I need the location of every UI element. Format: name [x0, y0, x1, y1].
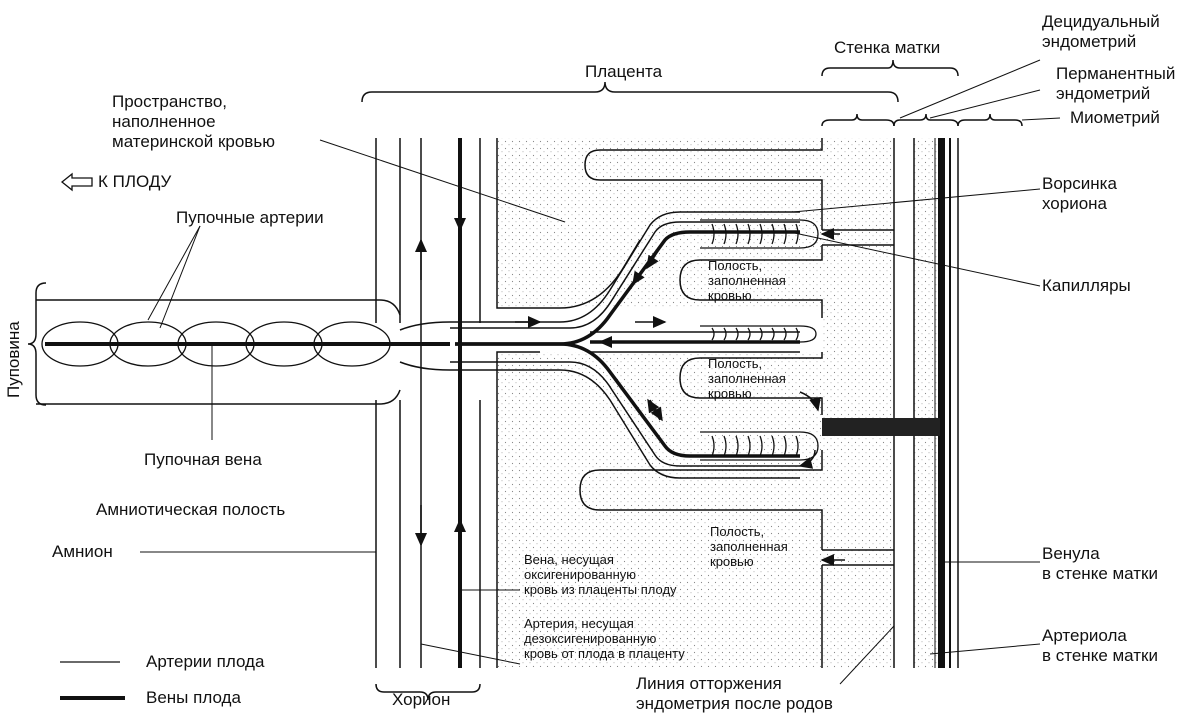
label-amniotic-cavity: Амниотическая полость — [96, 500, 285, 520]
label-cavity-2: Полость, заполненная кровью — [708, 356, 786, 401]
umbilical-cord — [36, 300, 400, 404]
label-umbilical-arteries: Пупочные артерии — [176, 208, 324, 228]
label-amnion: Амнион — [52, 542, 113, 562]
arrow-left-icon — [62, 174, 92, 190]
label-umbilical-cord: Пуповина — [4, 321, 24, 398]
label-placenta: Плацента — [585, 62, 662, 82]
label-cavity-1: Полость, заполненная кровью — [708, 258, 786, 303]
label-arteriole: Артериола в стенке матки — [1042, 626, 1158, 666]
label-capillaries: Капилляры — [1042, 276, 1131, 296]
label-permanent: Перманентный эндометрий — [1056, 64, 1175, 104]
label-chorion: Хорион — [392, 690, 450, 710]
label-vein-description: Вена, несущая оксигенированную кровь из … — [524, 552, 677, 597]
label-intervillous-space: Пространство, наполненное материнской кр… — [112, 92, 275, 152]
chorion-vessels — [376, 138, 480, 668]
label-umbilical-vein: Пупочная вена — [144, 450, 262, 470]
label-artery-description: Артерия, несущая дезоксигенированную кро… — [524, 616, 685, 661]
label-decidual: Децидуальный эндометрий — [1042, 12, 1160, 52]
legend-veins-label: Вены плода — [146, 688, 241, 708]
label-venule: Венула в стенке матки — [1042, 544, 1158, 584]
label-to-fetus: К ПЛОДУ — [98, 172, 171, 192]
label-myometrium: Миометрий — [1070, 108, 1160, 128]
label-uterine-wall: Стенка матки — [834, 38, 940, 58]
legend-arteries-label: Артерии плода — [146, 652, 264, 672]
label-rejection-line: Линия отторжения эндометрия после родов — [636, 674, 833, 714]
label-cavity-3: Полость, заполненная кровью — [710, 524, 788, 569]
label-villus: Ворсинка хориона — [1042, 174, 1117, 214]
